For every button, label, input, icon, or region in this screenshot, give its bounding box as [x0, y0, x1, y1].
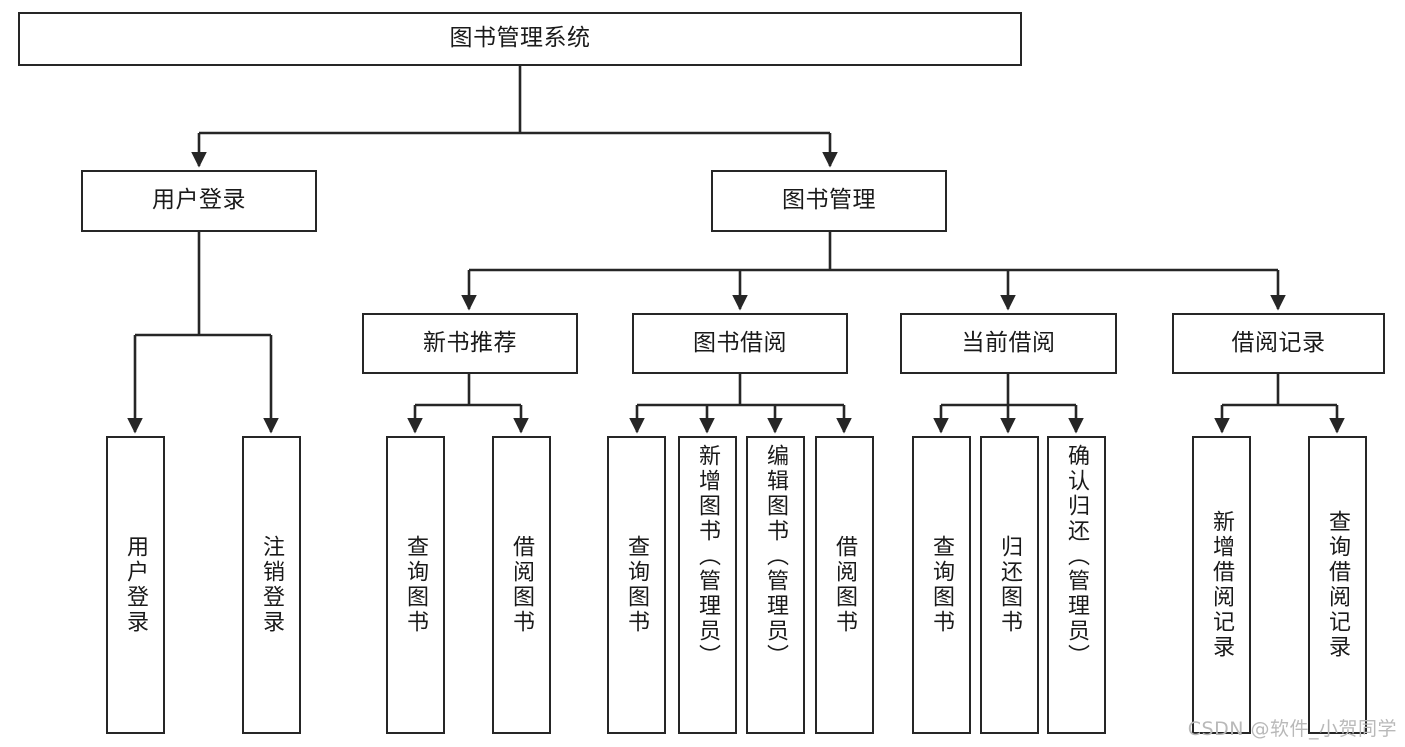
node-leaf-confirm-return-admin-label: 确认归还（管理员）	[1064, 444, 1090, 669]
node-user-login[interactable]: 用户登录	[81, 170, 317, 232]
node-leaf-user-login-label: 用户登录	[123, 535, 149, 635]
node-book-manage-label: 图书管理	[782, 187, 876, 214]
node-leaf-return-book-label: 归还图书	[997, 535, 1023, 635]
node-leaf-query-book-1-label: 查询图书	[403, 535, 429, 635]
node-leaf-user-login[interactable]: 用户登录	[106, 436, 165, 734]
node-borrow-record-label: 借阅记录	[1231, 329, 1326, 356]
node-leaf-confirm-return-admin[interactable]: 确认归还（管理员）	[1047, 436, 1106, 734]
node-leaf-return-book[interactable]: 归还图书	[980, 436, 1039, 734]
node-leaf-borrow-book-2[interactable]: 借阅图书	[815, 436, 874, 734]
node-leaf-query-record[interactable]: 查询借阅记录	[1308, 436, 1367, 734]
node-borrow-record[interactable]: 借阅记录	[1172, 313, 1385, 374]
node-current-borrow-label: 当前借阅	[961, 329, 1056, 356]
node-book-borrow-label: 图书借阅	[693, 329, 787, 356]
node-root-label: 图书管理系统	[449, 25, 591, 52]
node-leaf-query-book-1[interactable]: 查询图书	[386, 436, 445, 734]
node-leaf-borrow-book-2-label: 借阅图书	[832, 535, 858, 635]
node-leaf-add-book-admin-label: 新增图书（管理员）	[695, 444, 721, 669]
node-current-borrow[interactable]: 当前借阅	[900, 313, 1117, 374]
node-leaf-add-record-label: 新增借阅记录	[1209, 510, 1235, 660]
node-leaf-logout-login-label: 注销登录	[259, 535, 285, 635]
node-root[interactable]: 图书管理系统	[18, 12, 1022, 66]
node-leaf-logout-login[interactable]: 注销登录	[242, 436, 301, 734]
node-leaf-query-record-label: 查询借阅记录	[1325, 510, 1351, 660]
node-book-manage[interactable]: 图书管理	[711, 170, 947, 232]
node-leaf-edit-book-admin-label: 编辑图书（管理员）	[763, 444, 789, 669]
node-leaf-query-book-3[interactable]: 查询图书	[912, 436, 971, 734]
node-leaf-add-book-admin[interactable]: 新增图书（管理员）	[678, 436, 737, 734]
node-leaf-query-book-3-label: 查询图书	[929, 535, 955, 635]
node-leaf-query-book-2-label: 查询图书	[624, 535, 650, 635]
node-leaf-query-book-2[interactable]: 查询图书	[607, 436, 666, 734]
node-leaf-borrow-book-1-label: 借阅图书	[509, 535, 535, 635]
watermark: CSDN @软件_小贺同学	[1187, 718, 1397, 740]
node-new-book-rec[interactable]: 新书推荐	[362, 313, 578, 374]
node-book-borrow[interactable]: 图书借阅	[632, 313, 848, 374]
node-leaf-add-record[interactable]: 新增借阅记录	[1192, 436, 1251, 734]
node-leaf-borrow-book-1[interactable]: 借阅图书	[492, 436, 551, 734]
node-new-book-rec-label: 新书推荐	[423, 329, 517, 356]
node-leaf-edit-book-admin[interactable]: 编辑图书（管理员）	[746, 436, 805, 734]
node-user-login-label: 用户登录	[152, 187, 246, 214]
